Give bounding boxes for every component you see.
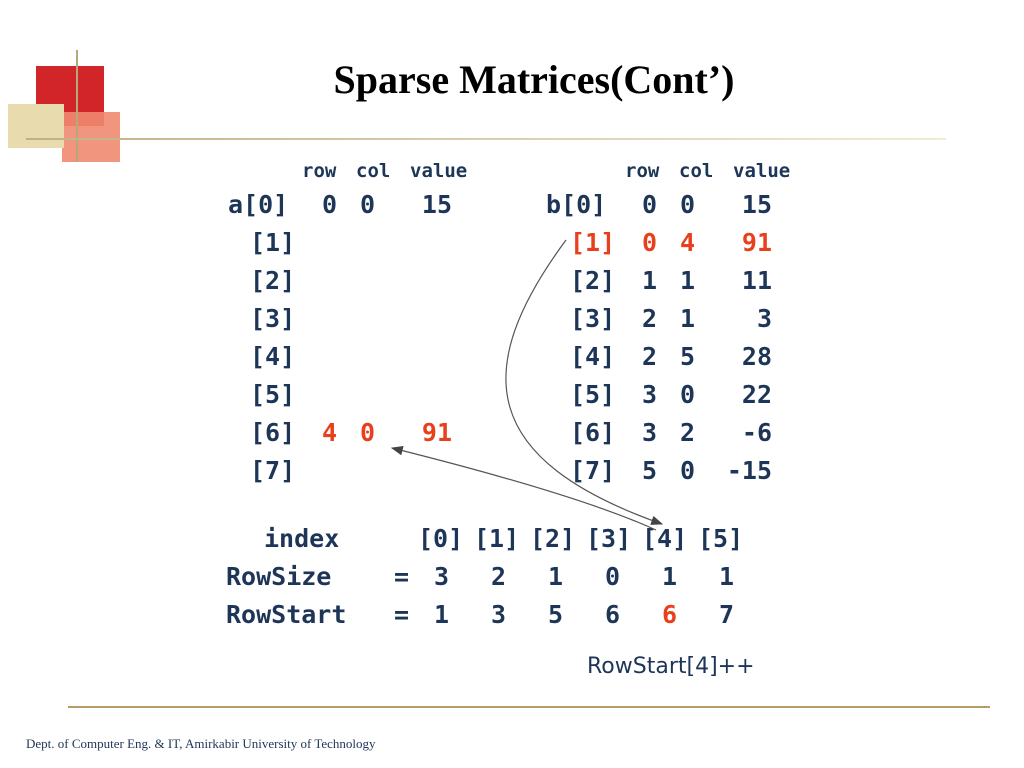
matrix-b-row: 3: [642, 418, 658, 447]
rowstart-value: 1: [434, 600, 450, 629]
matrix-a-value: 91: [421, 418, 452, 447]
matrix-a-index: [6]: [250, 418, 296, 447]
matrix-b-value: 22: [741, 380, 772, 409]
matrix-b-index: [2]: [570, 266, 616, 295]
b-header-row: row: [625, 160, 660, 182]
matrix-b-col: 0: [680, 456, 696, 485]
rowstart-value: 6: [605, 600, 621, 629]
matrix-b-value: 91: [741, 228, 772, 257]
matrix-a-col: 0: [360, 190, 376, 219]
a-header-value: value: [410, 160, 468, 182]
matrix-b-col: 4: [680, 228, 696, 257]
arrow-b1-to-rowstart4: [505, 239, 664, 525]
matrix-b-row: 1: [642, 266, 658, 295]
index-cell: [4]: [642, 524, 688, 553]
matrix-b-index: [5]: [570, 380, 616, 409]
matrix-b-col: 1: [680, 266, 696, 295]
matrix-b-index: [4]: [570, 342, 616, 371]
rowsize-value: 1: [662, 562, 678, 591]
rowsize-value: 0: [605, 562, 621, 591]
matrix-b-index: [3]: [570, 304, 616, 333]
rowstart-value: 5: [548, 600, 564, 629]
matrix-b-row: 2: [642, 342, 658, 371]
a-header-col: col: [356, 160, 391, 182]
index-label: index: [264, 524, 340, 553]
index-cell: [3]: [586, 524, 632, 553]
rowsize-value: 2: [491, 562, 507, 591]
matrix-b-value: -15: [726, 456, 772, 485]
matrix-a-index: [2]: [250, 266, 296, 295]
matrix-b-row: 0: [642, 190, 658, 219]
b-header-col: col: [679, 160, 714, 182]
matrix-b-col: 0: [680, 190, 696, 219]
title-underline: [26, 138, 946, 140]
slide-title: Sparse Matrices(Cont’): [333, 57, 735, 102]
matrix-b-index: b[0]: [546, 190, 607, 219]
matrix-b-row: 5: [642, 456, 658, 485]
rowstart-increment-note: RowStart[4]++: [587, 654, 755, 679]
matrix-a-index: [5]: [250, 380, 296, 409]
rowstart-value: 6: [662, 600, 678, 629]
matrix-b-index: [7]: [570, 456, 616, 485]
rowstart-label: RowStart: [226, 600, 347, 629]
matrix-b-value: 15: [741, 190, 772, 219]
matrix-a-index: [1]: [250, 228, 296, 257]
matrix-a-value: 15: [421, 190, 452, 219]
rowsize-label: RowSize: [226, 562, 332, 591]
matrix-b-index: [6]: [570, 418, 616, 447]
matrix-a-col: 0: [360, 418, 376, 447]
matrix-b-value: -6: [741, 418, 772, 447]
index-cell: [2]: [530, 524, 576, 553]
matrix-a-index: [3]: [250, 304, 296, 333]
matrix-b-value: 3: [756, 304, 772, 333]
decor-salmon-square: [62, 112, 120, 162]
matrix-b-index: [1]: [570, 228, 616, 257]
index-cell: [1]: [474, 524, 520, 553]
matrix-b-value: 11: [741, 266, 772, 295]
rowsize-value: 3: [434, 562, 450, 591]
matrix-a-index: [4]: [250, 342, 296, 371]
rowsize-value: 1: [548, 562, 564, 591]
matrix-b-col: 5: [680, 342, 696, 371]
matrix-b-row: 3: [642, 380, 658, 409]
a-header-row: row: [302, 160, 337, 182]
footer-divider: [68, 706, 990, 708]
matrix-a-index: a[0]: [228, 190, 289, 219]
rowsize-eq: =: [394, 562, 410, 591]
matrix-b-col: 1: [680, 304, 696, 333]
arrow-rowstart4-to-a6: [390, 445, 657, 531]
matrix-a-row: 4: [322, 418, 338, 447]
index-cell: [5]: [698, 524, 744, 553]
matrix-b-row: 2: [642, 304, 658, 333]
matrix-b-value: 28: [741, 342, 772, 371]
matrix-a-row: 0: [322, 190, 338, 219]
rowstart-eq: =: [394, 600, 410, 629]
decor-vertical-line: [76, 50, 78, 162]
rowstart-value: 7: [719, 600, 735, 629]
index-cell: [0]: [418, 524, 464, 553]
matrix-b-col: 0: [680, 380, 696, 409]
rowstart-value: 3: [491, 600, 507, 629]
rowsize-value: 1: [719, 562, 735, 591]
decor-tan-square: [8, 104, 64, 148]
matrix-b-row: 0: [642, 228, 658, 257]
matrix-a-index: [7]: [250, 456, 296, 485]
footer-text: Dept. of Computer Eng. & IT, Amirkabir U…: [26, 736, 376, 751]
matrix-b-col: 2: [680, 418, 696, 447]
b-header-value: value: [733, 160, 791, 182]
